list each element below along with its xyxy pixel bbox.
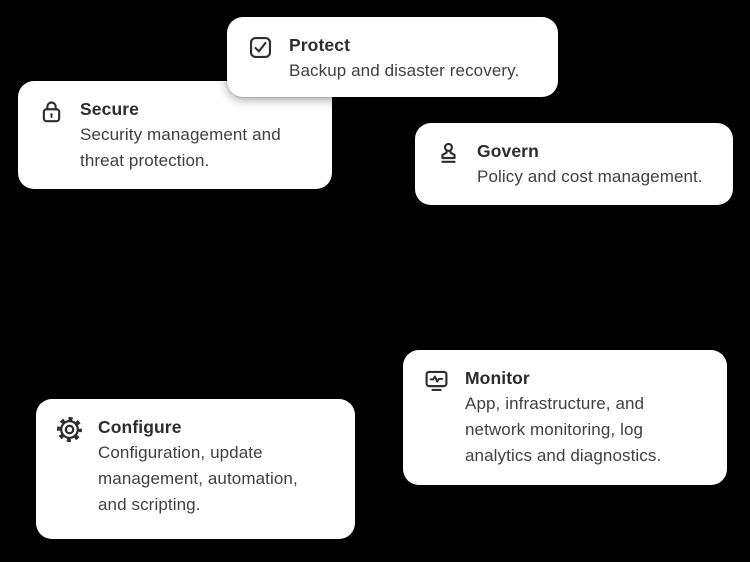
card-secure: Secure Security management and threat pr… [18, 81, 332, 189]
lock-icon [38, 98, 65, 125]
card-protect-description: Backup and disaster recovery. [289, 61, 520, 80]
card-secure-title: Secure [80, 99, 139, 119]
card-configure-title: Configure [98, 417, 182, 437]
card-govern: Govern Policy and cost management. [415, 123, 733, 205]
card-configure-text: Configure Configuration, update manageme… [98, 414, 298, 518]
card-govern-description: Policy and cost management. [477, 167, 703, 186]
card-secure-text: Secure Security management and threat pr… [80, 96, 281, 174]
gear-icon [56, 416, 83, 443]
stamp-icon [435, 140, 462, 167]
card-govern-text: Govern Policy and cost management. [477, 138, 703, 190]
card-secure-description: Security management and threat protectio… [80, 125, 281, 170]
card-protect: Protect Backup and disaster recovery. [227, 17, 558, 97]
card-monitor: Monitor App, infrastructure, and network… [403, 350, 727, 485]
card-protect-text: Protect Backup and disaster recovery. [289, 32, 519, 84]
card-govern-title: Govern [477, 141, 539, 161]
card-configure-description: Configuration, update management, automa… [98, 443, 298, 514]
card-configure: Configure Configuration, update manageme… [36, 399, 355, 539]
card-monitor-description: App, infrastructure, and network monitor… [465, 394, 662, 465]
card-monitor-text: Monitor App, infrastructure, and network… [465, 365, 661, 469]
checkbox-icon [247, 34, 274, 61]
card-protect-title: Protect [289, 35, 350, 55]
monitor-icon [423, 367, 450, 394]
card-monitor-title: Monitor [465, 368, 530, 388]
